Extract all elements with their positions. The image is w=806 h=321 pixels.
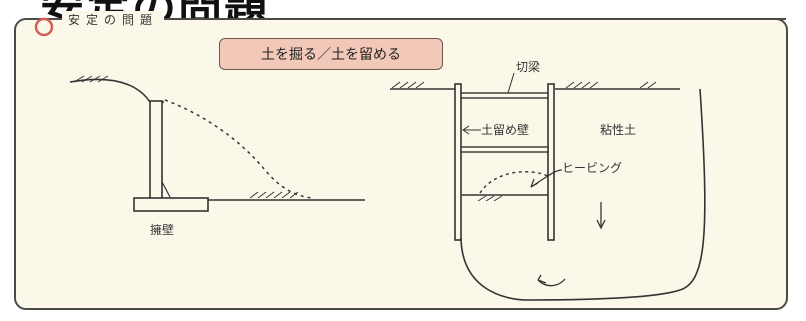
ground-hatch <box>73 75 85 83</box>
retaining-wall-footing <box>133 197 209 212</box>
slip-surface <box>164 99 313 199</box>
slope-surface <box>69 78 151 103</box>
heaving-label: ヒービング <box>562 161 622 175</box>
sheet-pile-right <box>547 83 555 241</box>
failure-circle <box>460 88 706 301</box>
retaining-wall-label: 擁壁 <box>150 222 174 237</box>
sheeting-label: 土留め壁 <box>481 122 529 137</box>
retaining-wall-stem <box>149 100 163 200</box>
section-marker-icon <box>34 17 54 37</box>
ground-hatch <box>249 191 259 199</box>
section-label: 安定の問題 <box>62 11 165 28</box>
topic-text: 土を掘る／土を留める <box>261 47 401 63</box>
heave-surface <box>479 171 549 194</box>
rotation-arrow-icon <box>537 278 566 287</box>
strut-label: 切梁 <box>516 59 540 74</box>
strut-2 <box>460 146 549 153</box>
arrow-icon <box>530 178 539 188</box>
sheet-pile-left <box>454 83 462 241</box>
retaining-wall-diagram: 擁壁 <box>69 75 365 237</box>
clay-label: 粘性土 <box>600 122 636 137</box>
topic-box: 土を掘る／土を留める <box>219 38 443 70</box>
strut-1 <box>460 92 549 99</box>
excavation-diagram: 切梁 土留め壁 粘性土 ヒービング <box>390 59 706 301</box>
